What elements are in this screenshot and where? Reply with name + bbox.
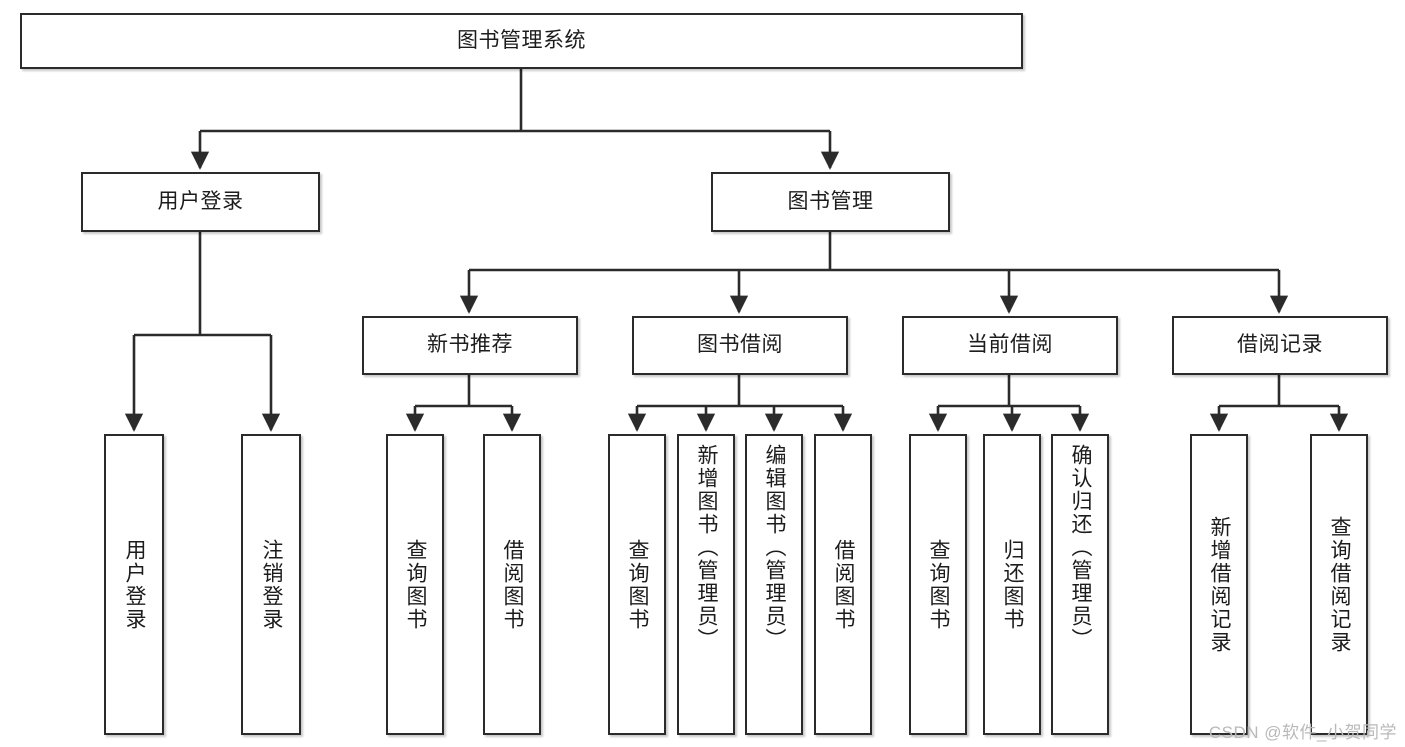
node-op-borrow-edit-book-admin[interactable]: 编辑图书（管理员）: [745, 434, 803, 735]
node-book-borrow-label: 图书借阅: [697, 333, 783, 357]
node-op-borrow-borrow-book[interactable]: 借阅图书: [814, 434, 872, 735]
node-op-cur-confirm-label: 确认归还（管理员）: [1069, 444, 1093, 651]
node-root[interactable]: 图书管理系统: [20, 13, 1023, 69]
node-borrow-record-label: 借阅记录: [1237, 333, 1323, 357]
node-op-borrow-edit-label: 编辑图书（管理员）: [763, 444, 787, 651]
node-current-borrow-label: 当前借阅: [967, 333, 1053, 357]
node-op-borrow-add-label: 新增图书（管理员）: [695, 444, 719, 651]
node-root-label: 图书管理系统: [457, 28, 586, 52]
node-op-recommend-borrow-book[interactable]: 借阅图书: [483, 434, 541, 735]
node-op-user-logout-label: 注销登录: [260, 538, 284, 631]
node-op-rcd-add-label: 新增借阅记录: [1208, 515, 1232, 654]
node-op-user-login[interactable]: 用户登录: [104, 434, 164, 735]
node-op-user-logout[interactable]: 注销登录: [241, 434, 301, 735]
node-op-user-login-label: 用户登录: [123, 538, 147, 631]
node-op-record-query-borrow-record[interactable]: 查询借阅记录: [1310, 434, 1368, 735]
node-book-manage[interactable]: 图书管理: [711, 172, 950, 232]
node-new-book-recommendation[interactable]: 新书推荐: [362, 316, 578, 375]
watermark-text: CSDN @软件_小贺同学: [1208, 723, 1397, 742]
node-op-record-add-borrow-record[interactable]: 新增借阅记录: [1190, 434, 1248, 735]
node-op-rcd-query-label: 查询借阅记录: [1328, 515, 1352, 654]
node-op-cur-query-label: 查询图书: [927, 538, 951, 631]
node-current-borrow[interactable]: 当前借阅: [902, 316, 1118, 375]
node-new-book-rec-label: 新书推荐: [427, 333, 513, 357]
node-op-borrow-query-book[interactable]: 查询图书: [608, 434, 666, 735]
node-op-current-query-book[interactable]: 查询图书: [909, 434, 967, 735]
node-op-rec-borrow-label: 借阅图书: [501, 538, 525, 631]
node-book-borrow[interactable]: 图书借阅: [632, 316, 848, 375]
node-user-login-label: 用户登录: [157, 189, 244, 213]
node-op-cur-return-label: 归还图书: [1001, 538, 1025, 631]
node-op-borrow-add-book-admin[interactable]: 新增图书（管理员）: [677, 434, 735, 735]
node-op-current-confirm-return-admin[interactable]: 确认归还（管理员）: [1051, 434, 1109, 735]
node-op-rec-query-label: 查询图书: [404, 538, 428, 631]
node-op-borrow-query-label: 查询图书: [626, 538, 650, 631]
node-borrow-record[interactable]: 借阅记录: [1172, 316, 1388, 375]
node-op-current-return-book[interactable]: 归还图书: [983, 434, 1041, 735]
node-user-login[interactable]: 用户登录: [81, 172, 320, 232]
node-op-recommend-query-book[interactable]: 查询图书: [386, 434, 444, 735]
node-op-borrow-do-label: 借阅图书: [832, 538, 856, 631]
node-book-manage-label: 图书管理: [787, 189, 874, 213]
